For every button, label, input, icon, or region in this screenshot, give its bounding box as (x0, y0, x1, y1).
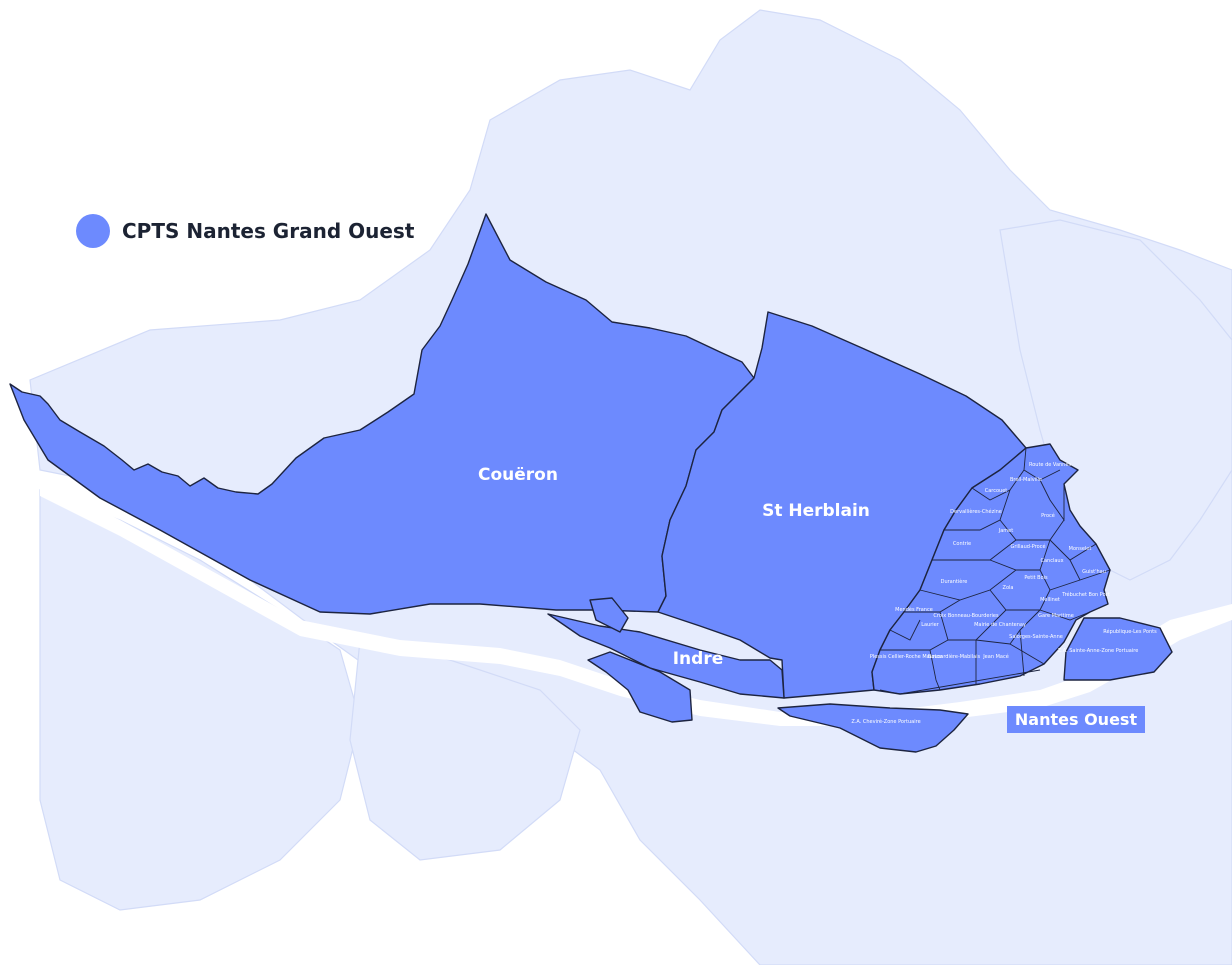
quartier-label: Z.A. Sainte-Anne-Zone Portuaire (1058, 648, 1139, 654)
quartier-label: Croix Bonneau-Bourderies (933, 613, 999, 619)
legend-label: CPTS Nantes Grand Ouest (122, 219, 415, 243)
quartier-label: Mendès France (895, 606, 933, 613)
quartier-label: Zola (1003, 585, 1014, 591)
quartier-label: Gare Maritime (1038, 613, 1074, 619)
quartier-label: Mairie de Chantenay (974, 622, 1026, 628)
quartier-label: Trébuchet Bon Port (1061, 591, 1109, 598)
label-st-herblain: St Herblain (762, 501, 870, 521)
quartier-label: Route de Vannes (1029, 462, 1071, 468)
quartier-label: Z.A. Cheviré-Zone Portuaire (851, 718, 920, 725)
commune-indre[interactable] (547, 613, 785, 699)
nantes-ouest-label: Nantes Ouest (1014, 710, 1138, 729)
quartier-label: Dervallières-Chézine (950, 508, 1002, 515)
commune-coueron[interactable] (9, 213, 755, 615)
quartier-label: Breil-Malville (1010, 477, 1042, 483)
quartier-label: Durantière (941, 578, 968, 585)
quartier-label: Plessis Cellier-Roche Maurice (870, 654, 942, 660)
quartier-label: Guist'hau (1082, 569, 1106, 575)
commune-nantes-sud-island[interactable] (1063, 617, 1173, 681)
quartier-label: Contrie (953, 541, 971, 547)
island-indre-1[interactable] (589, 597, 629, 633)
quartier-label: Canclaux (1040, 558, 1063, 564)
island-indre-2[interactable] (587, 651, 693, 723)
quartier-label: Mellinet (1040, 597, 1060, 603)
quartier-label: Monselet (1069, 546, 1092, 552)
district-boundaries (879, 447, 1111, 695)
quartier-label: Grillaud-Procé (1010, 543, 1045, 550)
nantes-ouest-badge: Nantes Ouest (1007, 706, 1145, 733)
quartier-label: Carcouet (985, 488, 1008, 494)
legend: CPTS Nantes Grand Ouest (76, 214, 414, 248)
label-coueron: Couëron (478, 465, 558, 485)
quartier-label: Boucardière-Mabilais (928, 653, 981, 660)
quartier-label: République-Les Ponts (1103, 628, 1157, 635)
quartier-label: Salorges-Sainte-Anne (1009, 634, 1063, 640)
commune-st-herblain[interactable] (657, 311, 1027, 699)
cpts-zone (9, 213, 1173, 753)
island-chevire[interactable] (777, 703, 969, 753)
quartier-labels: Route de Vannes Breil-Malville Carcouet … (851, 462, 1157, 725)
legend-dot-icon (76, 214, 110, 248)
label-indre: Indre (673, 649, 724, 669)
quartier-label: Laurier (921, 622, 940, 628)
quartier-label: Jean Macé (982, 653, 1009, 660)
quartier-label: Petit Bois (1024, 575, 1048, 581)
quartier-label: Jamet (998, 528, 1013, 534)
quartier-label: Procé (1041, 512, 1055, 519)
